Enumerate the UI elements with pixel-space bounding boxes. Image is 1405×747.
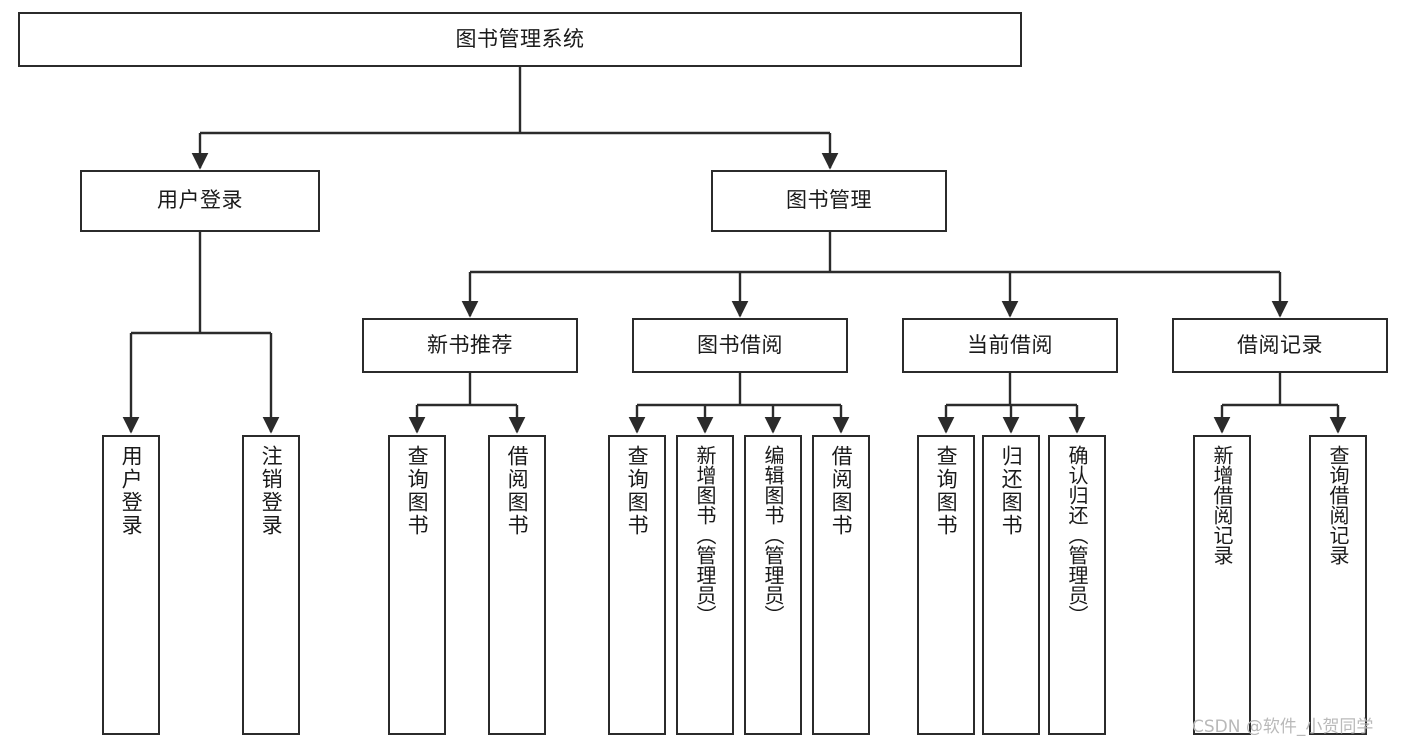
leaf-records-add-record-label: 新增借阅记录 xyxy=(1210,445,1234,565)
leaf-borrow-borrow-book[interactable]: 借阅图书 xyxy=(812,435,870,735)
leaf-newbook-query-book-label: 查询图书 xyxy=(405,445,430,537)
leaf-borrow-edit-book[interactable]: 编辑图书（管理员） xyxy=(744,435,802,735)
node-root-label: 图书管理系统 xyxy=(455,26,585,51)
node-borrow-records[interactable]: 借阅记录 xyxy=(1172,318,1388,373)
leaf-borrow-edit-book-label: 编辑图书（管理员） xyxy=(761,445,785,625)
csdn-watermark: CSDN @软件_小贺同学 xyxy=(1192,717,1374,737)
node-book-borrow[interactable]: 图书借阅 xyxy=(632,318,848,373)
leaf-borrow-add-book[interactable]: 新增图书（管理员） xyxy=(676,435,734,735)
leaf-current-confirm-return[interactable]: 确认归还（管理员） xyxy=(1048,435,1106,735)
node-current-borrow[interactable]: 当前借阅 xyxy=(902,318,1118,373)
node-borrow-records-label: 借阅记录 xyxy=(1237,332,1323,357)
leaf-user-login-label: 用户登录 xyxy=(119,445,144,537)
node-root[interactable]: 图书管理系统 xyxy=(18,12,1022,67)
node-book-management[interactable]: 图书管理 xyxy=(711,170,947,232)
leaf-borrow-add-book-label: 新增图书（管理员） xyxy=(693,445,717,625)
leaf-records-query-record-label: 查询借阅记录 xyxy=(1326,445,1350,565)
node-current-borrow-label: 当前借阅 xyxy=(967,332,1053,357)
node-user-login[interactable]: 用户登录 xyxy=(80,170,320,232)
node-new-book-recommend[interactable]: 新书推荐 xyxy=(362,318,578,373)
leaf-records-query-record[interactable]: 查询借阅记录 xyxy=(1309,435,1367,735)
leaf-newbook-query-book[interactable]: 查询图书 xyxy=(388,435,446,735)
node-user-login-label: 用户登录 xyxy=(157,188,243,213)
leaf-current-query-book[interactable]: 查询图书 xyxy=(917,435,975,735)
leaf-records-add-record[interactable]: 新增借阅记录 xyxy=(1193,435,1251,735)
leaf-newbook-borrow-book-label: 借阅图书 xyxy=(505,445,530,537)
leaf-user-login[interactable]: 用户登录 xyxy=(102,435,160,735)
leaf-newbook-borrow-book[interactable]: 借阅图书 xyxy=(488,435,546,735)
leaf-borrow-borrow-book-label: 借阅图书 xyxy=(829,445,854,537)
node-new-book-recommend-label: 新书推荐 xyxy=(427,332,513,357)
leaf-user-logout-label: 注销登录 xyxy=(259,445,284,537)
leaf-borrow-query-book[interactable]: 查询图书 xyxy=(608,435,666,735)
leaf-current-return-book-label: 归还图书 xyxy=(999,445,1024,537)
leaf-current-query-book-label: 查询图书 xyxy=(934,445,959,537)
leaf-borrow-query-book-label: 查询图书 xyxy=(625,445,650,537)
node-book-borrow-label: 图书借阅 xyxy=(697,332,783,357)
leaf-user-logout[interactable]: 注销登录 xyxy=(242,435,300,735)
node-book-management-label: 图书管理 xyxy=(786,188,872,213)
leaf-current-return-book[interactable]: 归还图书 xyxy=(982,435,1040,735)
leaf-current-confirm-return-label: 确认归还（管理员） xyxy=(1065,445,1089,625)
